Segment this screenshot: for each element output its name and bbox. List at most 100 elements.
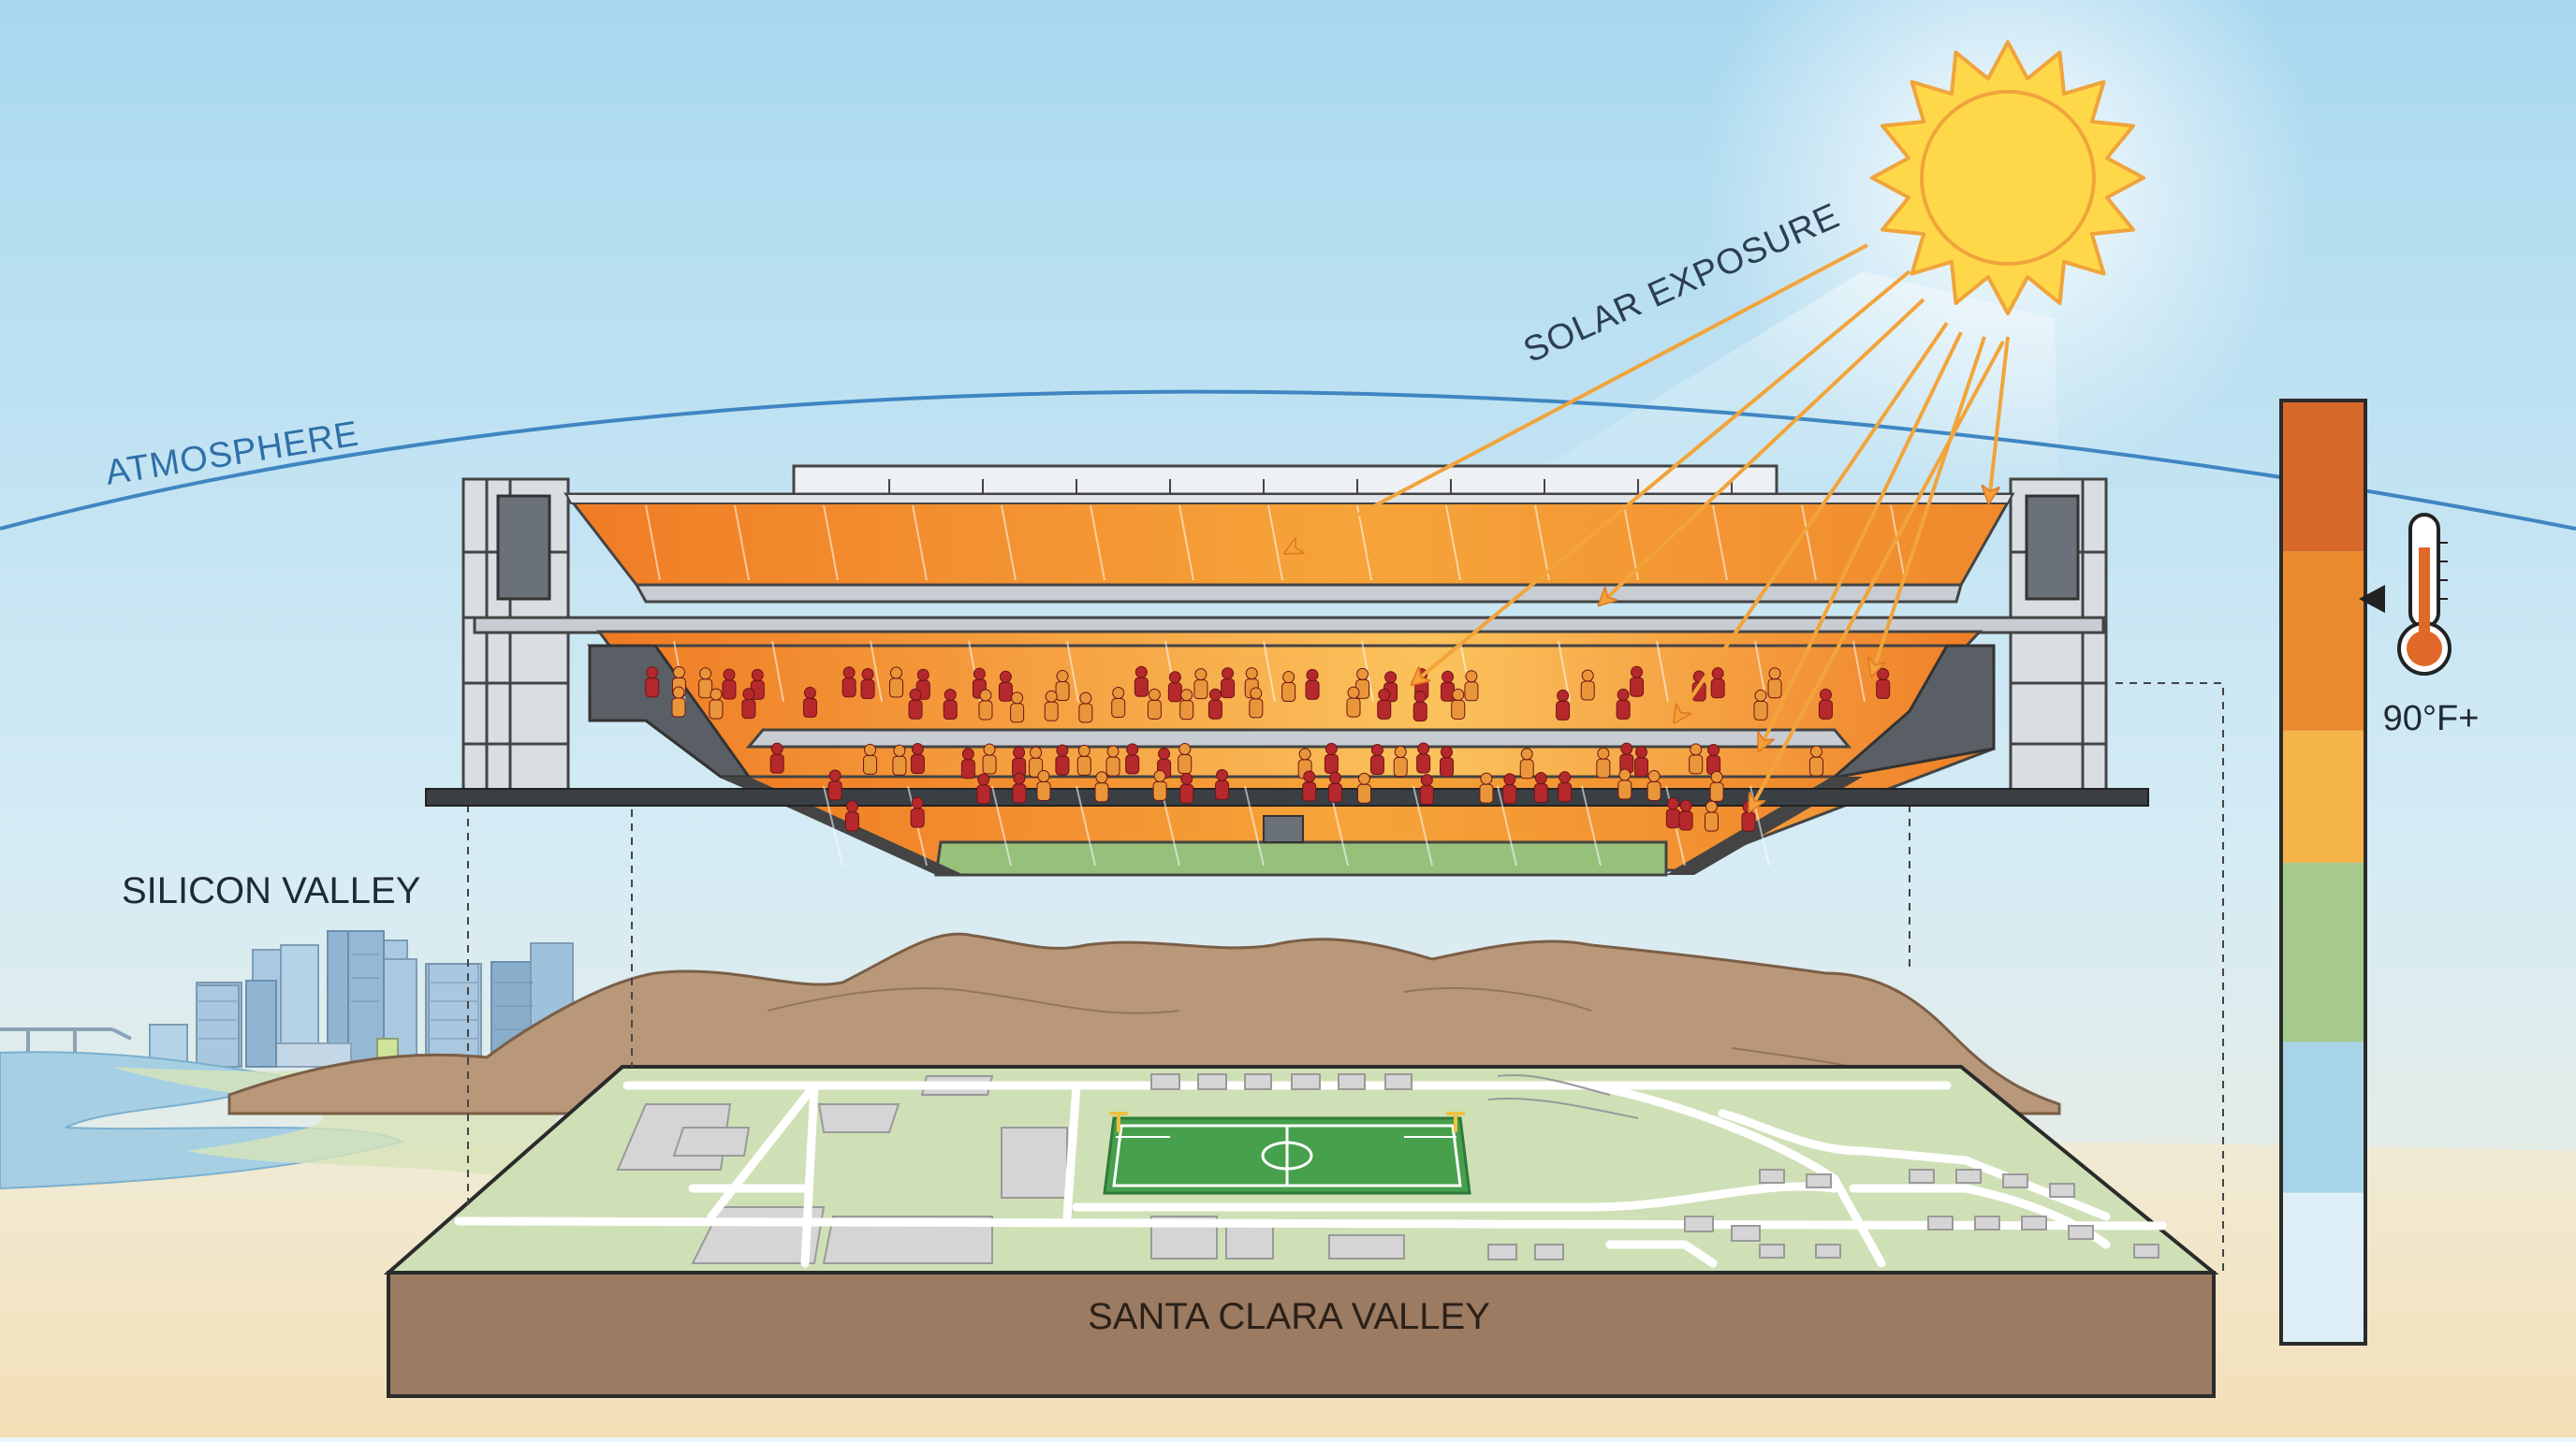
spectator (863, 743, 878, 775)
spectator (741, 688, 756, 720)
spectator (889, 666, 904, 698)
temperature-band (2281, 1041, 2365, 1193)
thermometer-icon (2397, 513, 2452, 676)
spectator (1647, 769, 1661, 801)
spectator (645, 666, 660, 698)
spectator (1346, 686, 1361, 718)
terrain-soil (387, 1271, 2216, 1398)
spectator (1377, 688, 1392, 720)
spectator (1630, 665, 1645, 697)
temperature-scale (2279, 399, 2367, 1346)
spectator (844, 800, 859, 832)
silicon-valley-label: SILICON VALLEY (122, 870, 420, 911)
solar-ray-arrow (1989, 336, 2010, 501)
spectator (1193, 668, 1208, 700)
spectator (1519, 748, 1534, 779)
spectator (1616, 688, 1631, 720)
spectator (1709, 770, 1724, 802)
sun-icon (1870, 40, 2145, 315)
spectator (1029, 746, 1044, 778)
spectator (860, 668, 875, 700)
spectator (1076, 744, 1091, 776)
spectator (1704, 800, 1719, 832)
spectator (722, 668, 737, 700)
spectator (892, 744, 907, 776)
spectator (1556, 689, 1571, 721)
spectator (1036, 770, 1051, 802)
spectator (1208, 688, 1222, 720)
spectator (827, 769, 842, 801)
spectator (1305, 668, 1320, 700)
spectator (1619, 742, 1634, 774)
spectator (1055, 744, 1070, 776)
spectator (1324, 742, 1339, 774)
spectator (1580, 669, 1595, 701)
spectator (1012, 772, 1027, 804)
spectator (1596, 747, 1611, 779)
spectator (802, 686, 817, 718)
spectator (1152, 769, 1167, 801)
spectator (1706, 743, 1721, 775)
spectator (1221, 667, 1236, 699)
spectator (769, 742, 784, 774)
spectator (1327, 771, 1342, 803)
spectator (1416, 742, 1431, 774)
spectator (1689, 743, 1704, 775)
solar-ray-arrow (1676, 321, 1949, 721)
spectator (1617, 768, 1632, 800)
spectator (978, 689, 993, 721)
spectator (1678, 799, 1693, 831)
spectator (1753, 689, 1768, 721)
spectator (1302, 770, 1317, 802)
spectator (960, 748, 975, 779)
spectator (842, 666, 856, 698)
spectator (1502, 773, 1517, 805)
solar-ray-arrow (1750, 341, 2005, 809)
spectator (982, 743, 997, 775)
spectator (910, 743, 925, 775)
temperature-band (2281, 1192, 2365, 1344)
spectator (1412, 690, 1427, 721)
spectator (1439, 746, 1454, 778)
temperature-band (2281, 401, 2365, 552)
temperature-label: 90°F+ (2383, 699, 2480, 738)
solar-ray-arrow (1287, 243, 1868, 552)
spectator (976, 773, 991, 805)
spectator (1767, 667, 1782, 699)
spectator (1105, 745, 1120, 777)
spectator (1281, 671, 1296, 703)
solar-rays (1287, 243, 2010, 809)
santa-clara-valley-label: SANTA CLARA VALLEY (1088, 1296, 1490, 1337)
spectator (1125, 743, 1140, 775)
spectator (1249, 687, 1264, 719)
spectator (1558, 771, 1573, 803)
temperature-pointer-icon (2359, 585, 2385, 613)
spectator (1451, 688, 1466, 720)
spectator (1111, 686, 1126, 718)
spectator (1393, 746, 1408, 778)
spectator (709, 688, 724, 720)
spectator (1818, 688, 1833, 720)
spectator (1134, 665, 1149, 697)
terrain-streets (454, 1073, 2167, 1268)
solar-ray-arrow (1872, 336, 1986, 674)
spectator (1215, 768, 1230, 800)
temperature-band (2281, 862, 2365, 1042)
spectator (910, 796, 925, 828)
spectator (1147, 688, 1162, 720)
spectator (1044, 690, 1059, 721)
spectator (1633, 746, 1648, 778)
spectator (1419, 774, 1434, 806)
spectator (1479, 772, 1494, 804)
spectator (1710, 667, 1725, 699)
spectator (1441, 670, 1456, 702)
solar-ray-arrow (1601, 298, 1925, 604)
spectator (1876, 667, 1891, 699)
spectator (1094, 771, 1109, 803)
atmosphere-line (0, 389, 2576, 531)
spectator (1055, 670, 1070, 702)
spectator (1179, 689, 1194, 721)
spectator (1356, 772, 1371, 804)
spectator (698, 667, 713, 699)
